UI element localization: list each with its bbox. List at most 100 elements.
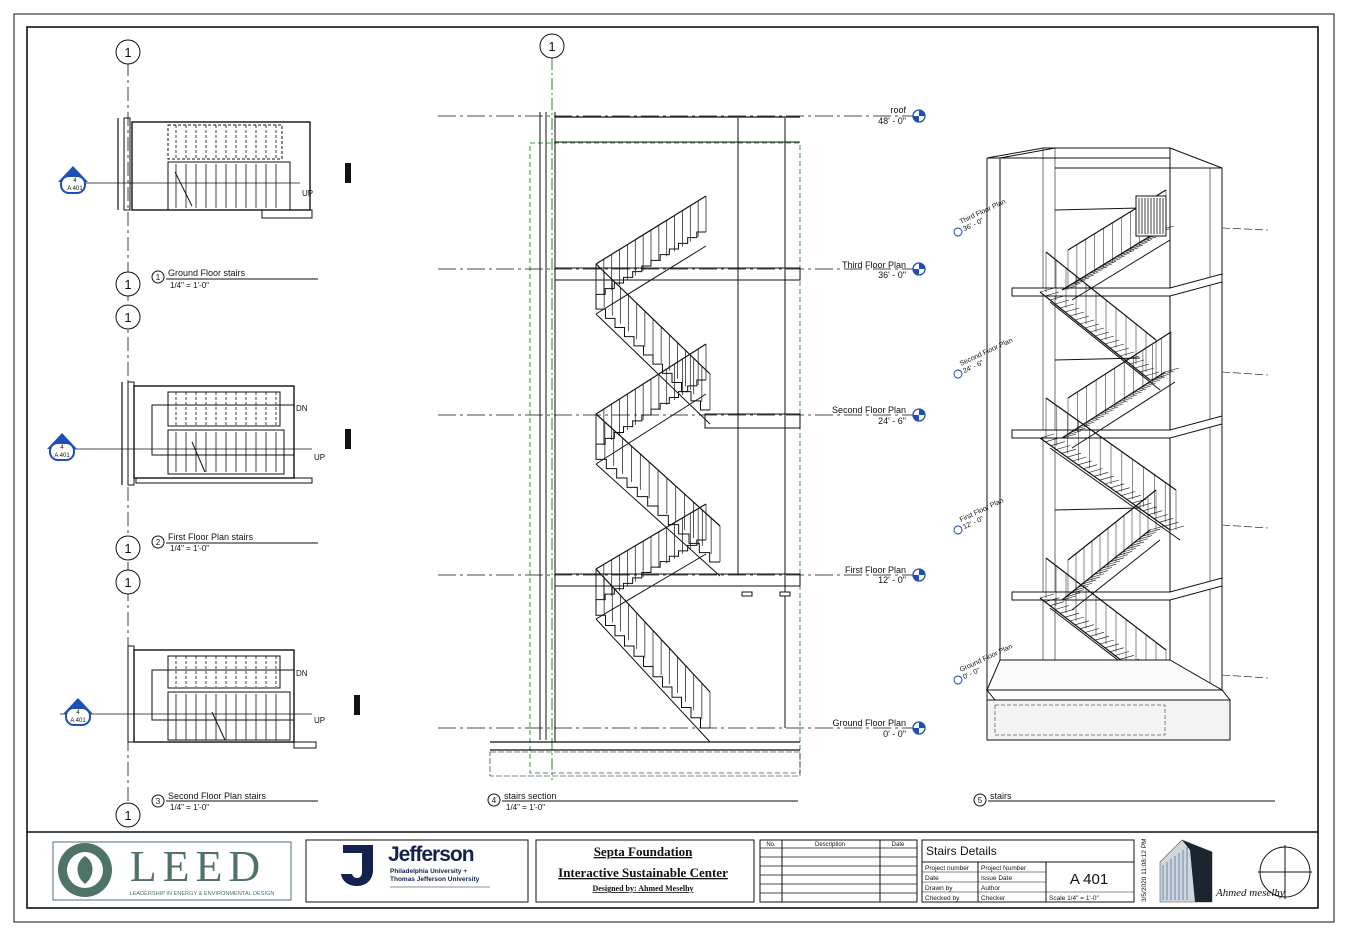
level-marker-first-floor: First Floor Plan 12' - 0" (845, 565, 926, 585)
jefferson-j-icon (341, 845, 373, 886)
svg-text:Second Floor Plan: Second Floor Plan (959, 337, 1014, 368)
svg-text:No.: No. (766, 842, 776, 848)
svg-text:1: 1 (124, 310, 131, 325)
plot-stamp: 3/5/2020 11:08:12 PM (1141, 839, 1148, 902)
grid-bubble: 1 (115, 802, 141, 828)
svg-text:1/4" = 1'-0": 1/4" = 1'-0" (170, 803, 209, 812)
svg-text:Designed by: Ahmed Meselhy: Designed by: Ahmed Meselhy (592, 884, 693, 893)
axon-floor-slabs (1011, 207, 1223, 601)
svg-text:24' - 6": 24' - 6" (878, 416, 906, 426)
leed-logo: LEED LEADERSHIP IN ENERGY & ENVIRONMENTA… (52, 841, 292, 901)
svg-text:First Floor Plan: First Floor Plan (845, 565, 906, 575)
inner-border (26, 26, 1319, 909)
grid-bubble: 1 (539, 33, 565, 59)
stair-3d-view: Third Floor Plan 36' - 0" Second Floor P… (953, 147, 1275, 807)
plan-views: 1 1 1 1 1 1 UP 4 A 401 (47, 39, 360, 828)
grid-bubble: 1 (115, 535, 141, 561)
svg-text:Ground Floor Plan: Ground Floor Plan (832, 718, 906, 728)
svg-text:Second Floor Plan stairs: Second Floor Plan stairs (168, 791, 267, 801)
svg-text:1/4" = 1'-0": 1/4" = 1'-0" (170, 544, 209, 553)
level-marker-second-floor: Second Floor Plan 24' - 6" (832, 405, 926, 426)
svg-text:4: 4 (492, 796, 497, 805)
svg-text:LEED: LEED (130, 842, 266, 891)
level-lines (438, 115, 913, 729)
axon-level-second: Second Floor Plan 24' - 6" (953, 337, 1014, 379)
outer-border (13, 13, 1335, 923)
axon-level-third: Third Floor Plan 36' - 0" (953, 198, 1007, 237)
svg-text:1/4" = 1'-0": 1/4" = 1'-0" (506, 803, 545, 812)
svg-text:4: 4 (73, 178, 77, 184)
svg-text:Interactive Sustainable Center: Interactive Sustainable Center (558, 865, 728, 880)
leaf-icon (77, 856, 93, 884)
svg-text:stairs section: stairs section (504, 791, 557, 801)
svg-text:roof: roof (890, 105, 906, 115)
svg-text:First Floor Plan stairs: First Floor Plan stairs (168, 532, 254, 542)
view-title-plan-2: 2 First Floor Plan stairs 1/4" = 1'-0" (151, 532, 318, 553)
grid-bubble: 1 (115, 304, 141, 330)
svg-text:Description: Description (815, 842, 845, 848)
svg-text:Ahmed meselhy: Ahmed meselhy (1215, 887, 1285, 899)
svg-text:1: 1 (124, 277, 131, 292)
project-name-box: Septa Foundation Interactive Sustainable… (535, 839, 755, 903)
svg-text:1: 1 (124, 45, 131, 60)
svg-text:Jefferson: Jefferson (388, 843, 474, 866)
svg-text:1/4" = 1'-0": 1/4" = 1'-0" (170, 281, 209, 290)
view-title-plan-3: 3 Second Floor Plan stairs 1/4" = 1'-0" (151, 791, 318, 812)
level-marker-roof: roof 48' - 0" (878, 105, 926, 126)
svg-text:3: 3 (156, 797, 161, 806)
view-title-plan-1: 1 Ground Floor stairs 1/4" = 1'-0" (151, 268, 318, 290)
revision-table: No. Description Date (759, 839, 918, 903)
level-marker-ground-floor: Ground Floor Plan 0' - 0" (832, 718, 926, 739)
svg-text:UP: UP (314, 716, 325, 725)
svg-text:1: 1 (124, 575, 131, 590)
section-tag: 4 A 401 (47, 433, 77, 461)
svg-text:36' - 0": 36' - 0" (878, 270, 906, 280)
svg-text:0' - 0": 0' - 0" (883, 729, 906, 739)
svg-text:A 401: A 401 (67, 186, 83, 192)
sheet-info: Stairs Details Project number Project Nu… (921, 839, 1135, 903)
second-floor-stair-plan: DN UP 4 A 401 (60, 645, 360, 749)
svg-text:Second Floor Plan: Second Floor Plan (832, 405, 906, 415)
svg-text:Thomas Jefferson University: Thomas Jefferson University (390, 876, 480, 883)
view-title-axon: 5 stairs (973, 791, 1275, 807)
svg-text:stairs: stairs (990, 791, 1012, 801)
svg-text:A 401: A 401 (1070, 871, 1108, 888)
svg-text:Author: Author (981, 885, 1001, 892)
svg-text:4: 4 (60, 445, 64, 451)
svg-text:UP: UP (302, 189, 313, 198)
axon-stair-flights (1039, 189, 1185, 701)
svg-text:Checked by: Checked by (925, 895, 960, 902)
section-tag: 4 A 401 (58, 166, 88, 194)
svg-text:1: 1 (124, 808, 131, 823)
north-arrow-icon (1258, 845, 1312, 899)
stair-section-view: 1 roof 48' - 0" Third Floor Plan (438, 33, 926, 812)
ground-floor-stair-plan: UP 4 A 401 (58, 117, 351, 219)
svg-text:12' - 0": 12' - 0" (878, 575, 906, 585)
svg-text:1: 1 (156, 273, 161, 282)
svg-text:A 401: A 401 (54, 453, 70, 459)
svg-text:DN: DN (296, 669, 308, 678)
svg-text:Scale 1/4" = 1'-0": Scale 1/4" = 1'-0" (1049, 895, 1099, 902)
svg-text:1: 1 (548, 39, 555, 54)
jefferson-logo: Jefferson Philadelphia University + Thom… (305, 839, 529, 903)
level-marker-third-floor: Third Floor Plan 36' - 0" (842, 260, 926, 280)
svg-text:Issue Date: Issue Date (981, 875, 1012, 882)
section-tag: 4 A 401 (63, 698, 93, 726)
svg-text:1: 1 (124, 541, 131, 556)
svg-text:Date: Date (925, 875, 939, 882)
svg-text:DN: DN (296, 404, 308, 413)
svg-text:Project Number: Project Number (981, 865, 1027, 872)
svg-text:UP: UP (314, 453, 325, 462)
svg-text:LEADERSHIP IN ENERGY & ENVIRON: LEADERSHIP IN ENERGY & ENVIRONMENTAL DES… (130, 891, 275, 897)
svg-text:4: 4 (76, 710, 80, 716)
svg-text:2: 2 (156, 538, 161, 547)
svg-text:A 401: A 401 (70, 718, 86, 724)
title-block: LEED LEADERSHIP IN ENERGY & ENVIRONMENTA… (52, 839, 1312, 903)
svg-text:Septa Foundation: Septa Foundation (594, 844, 693, 859)
axon-level-first: First Floor Plan 12' - 0" (953, 497, 1005, 535)
grid-bubble: 1 (115, 39, 141, 65)
svg-text:48' - 0": 48' - 0" (878, 116, 906, 126)
stair-flights (595, 195, 721, 743)
svg-text:Project number: Project number (925, 865, 970, 872)
